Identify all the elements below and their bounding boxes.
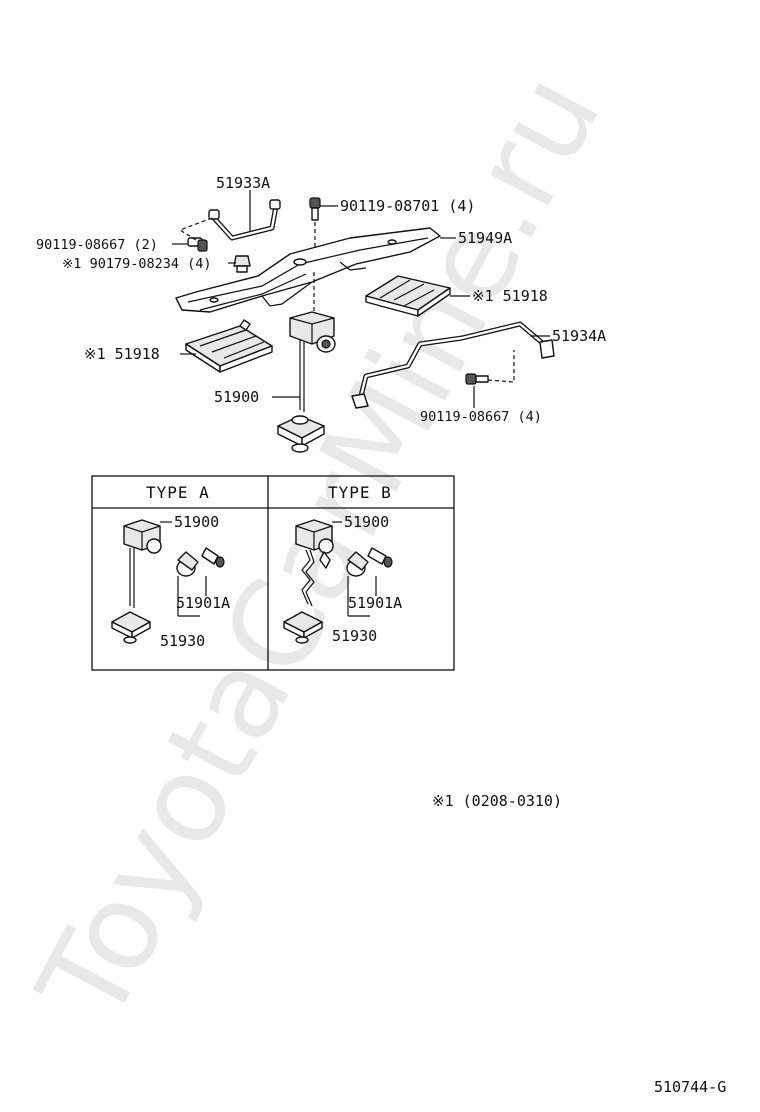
callout-90119-08701: 90119-08701 (4) (340, 197, 475, 215)
type-a-label-51900: 51900 (174, 513, 219, 531)
callout-51949A: 51949A (458, 229, 512, 247)
type-a-handle-drawing (176, 547, 225, 577)
callout-51900: 51900 (214, 388, 259, 406)
rod-51933A-drawing (208, 199, 281, 241)
callout-90179-08234: ※1 90179-08234 (4) (62, 256, 211, 272)
type-a-label-51901A: 51901A (176, 594, 230, 612)
plate-51918-left-drawing (185, 319, 273, 373)
nut-90179-08234-icon (233, 255, 251, 273)
type-b-label-51901A: 51901A (348, 594, 402, 612)
type-table (91, 475, 455, 671)
type-b-handle-drawing (346, 547, 393, 577)
figure-code: 510744-G (654, 1078, 726, 1096)
bracket-51949A-drawing (175, 227, 441, 313)
type-a-jack-drawing (111, 519, 162, 644)
type-b-jack-drawing (283, 519, 334, 644)
bolt-90119-08667-right-icon (465, 373, 489, 385)
callout-51918-left: ※1 51918 (84, 345, 160, 363)
type-a-header: TYPE A (146, 483, 210, 502)
callout-90119-08667-2: 90119-08667 (2) (36, 237, 158, 253)
type-b-label-51930: 51930 (332, 627, 377, 645)
type-b-label-51900: 51900 (344, 513, 389, 531)
type-a-label-51930: 51930 (160, 632, 205, 650)
bolt-90119-08701-icon (309, 197, 321, 221)
type-b-header: TYPE B (328, 483, 392, 502)
callout-51934A: 51934A (552, 327, 606, 345)
callout-51918-right: ※1 51918 (472, 287, 548, 305)
callout-90119-08667-4: 90119-08667 (4) (420, 409, 542, 425)
jack-51900-drawing (277, 272, 336, 453)
callout-51933A: 51933A (216, 174, 270, 192)
footnote: ※1 (0208-0310) (432, 792, 562, 810)
rod-51934A-drawing (351, 321, 555, 409)
bolt-90119-08667-left-icon (187, 237, 208, 252)
plate-51918-right-drawing (365, 275, 451, 317)
